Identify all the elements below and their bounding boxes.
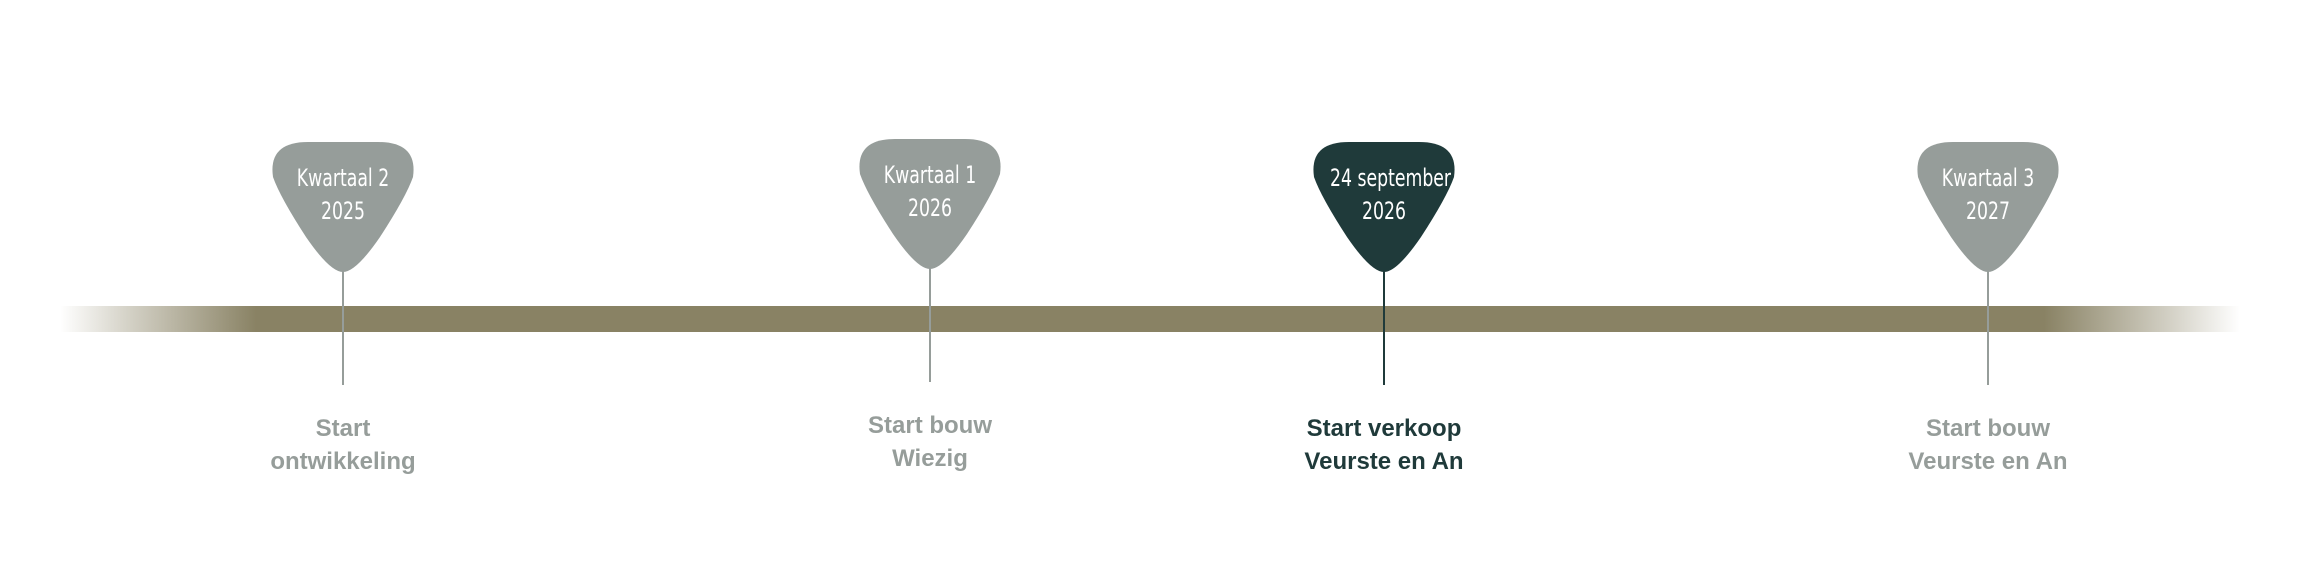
milestone-caption: Start bouw Veurste en An [1808,412,2168,478]
timeline-milestone: Kwartaal 1 2026 Start bouw Wiezig [750,0,1110,578]
timeline-bar [60,306,2240,332]
milestone-date-line2: 2026 [908,194,952,222]
milestone-caption-line1: Start verkoop [1306,415,1462,442]
milestone-caption-line2: Veurste en An [1304,448,1464,475]
milestone-caption-line1: Start bouw [868,412,992,439]
milestone-caption-line1: Start [315,415,371,442]
pin-shape [272,142,414,272]
milestone-caption-line2: Veurste en An [1908,448,2068,475]
milestone-date-line1: Kwartaal 1 [883,161,977,189]
milestone-date: Kwartaal 2 2025 [289,162,397,228]
milestone-date-pin: Kwartaal 1 2026 [855,139,1005,269]
milestone-stem [342,265,344,385]
pin-shape [1917,142,2059,272]
milestone-caption-line1: Start bouw [1926,415,2050,442]
milestone-date-pin: Kwartaal 3 2027 [1913,142,2063,272]
milestone-stem [1987,265,1989,385]
milestone-date-line1: 24 september [1330,164,1452,192]
pin-shape [859,139,1001,269]
milestone-caption: Start ontwikkeling [163,412,523,478]
pin-shape [1313,142,1455,272]
milestone-stem [929,262,931,382]
milestone-date: Kwartaal 3 2027 [1934,162,2042,228]
timeline-milestone: Kwartaal 3 2027 Start bouw Veurste en An [1808,0,2168,578]
timeline-milestone: Kwartaal 2 2025 Start ontwikkeling [163,0,523,578]
milestone-date: 24 september 2026 [1330,162,1452,228]
milestone-date-pin: 24 september 2026 [1309,142,1459,272]
milestone-caption-line2: ontwikkeling [270,448,416,475]
milestone-caption: Start bouw Wiezig [750,409,1110,475]
milestone-stem [1383,265,1385,385]
milestone-date-line1: Kwartaal 3 [1941,164,2035,192]
milestone-date-line2: 2025 [321,197,365,225]
timeline-milestone: 24 september 2026 Start verkoop Veurste … [1204,0,1564,578]
milestone-date-pin: Kwartaal 2 2025 [268,142,418,272]
milestone-date-line1: Kwartaal 2 [296,164,390,192]
milestone-date: Kwartaal 1 2026 [876,159,984,225]
milestone-caption-line2: Wiezig [892,445,968,472]
milestone-caption: Start verkoop Veurste en An [1204,412,1564,478]
milestone-date-line2: 2027 [1966,197,2010,225]
milestone-date-line2: 2026 [1362,197,1406,225]
